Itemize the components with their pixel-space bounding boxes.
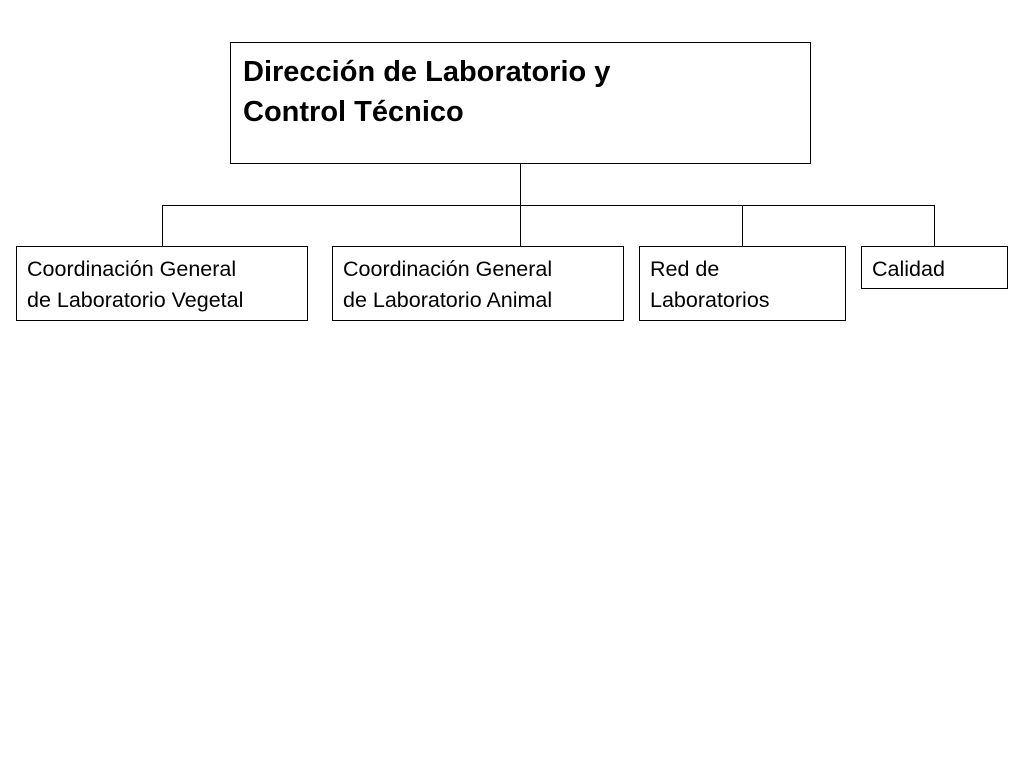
child-node-box-red: Red de Laboratorios xyxy=(639,246,846,321)
child-node-label-animal: Coordinación General de Laboratorio Anim… xyxy=(343,257,553,312)
child-node-label-red: Red de Laboratorios xyxy=(650,257,770,312)
child-node-box-calidad: Calidad xyxy=(861,246,1008,289)
root-node-box: Dirección de Laboratorio y Control Técni… xyxy=(230,42,811,164)
child-node-label-vegetal: Coordinación General de Laboratorio Vege… xyxy=(27,257,244,312)
child-node-box-animal: Coordinación General de Laboratorio Anim… xyxy=(332,246,624,321)
child-node-box-vegetal: Coordinación General de Laboratorio Vege… xyxy=(16,246,308,321)
root-node-label: Dirección de Laboratorio y Control Técni… xyxy=(243,56,611,128)
child-node-label-calidad: Calidad xyxy=(872,257,945,281)
